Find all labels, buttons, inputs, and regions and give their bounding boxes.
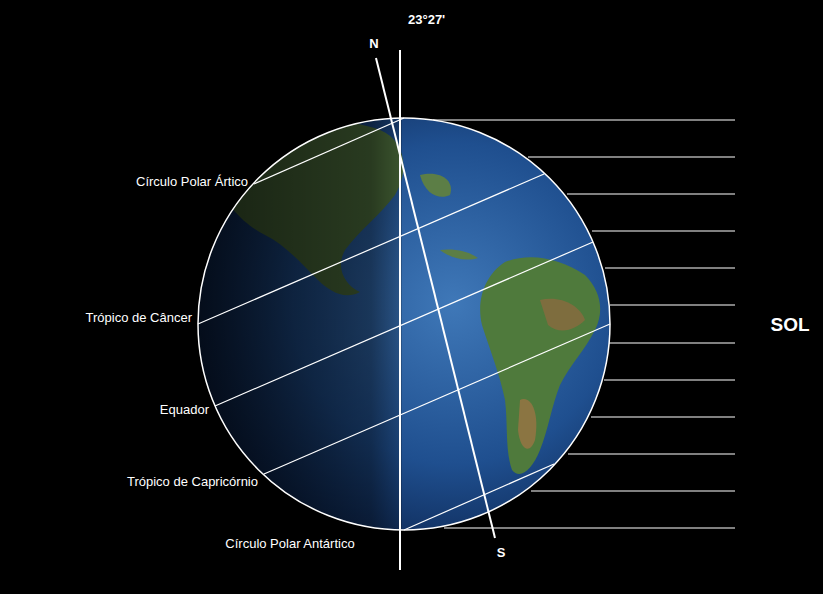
parallel-label: Trópico de Capricórnio: [127, 475, 258, 489]
parallels: [198, 118, 610, 530]
parallel-label: Círculo Polar Ártico: [136, 175, 248, 189]
arctic-circle-line: [254, 118, 404, 184]
angle-label: 23°27': [408, 13, 445, 27]
sun-ray: [592, 230, 735, 231]
sun-ray: [605, 267, 735, 268]
sun-ray: [604, 379, 735, 380]
vertical-line: [399, 50, 401, 570]
north-label: N: [369, 37, 378, 51]
sun-ray: [567, 193, 735, 194]
sun-label: SOL: [770, 315, 809, 336]
island: [420, 174, 451, 197]
sun-ray: [531, 490, 735, 491]
sun-ray: [591, 416, 735, 417]
parallel-label: Círculo Polar Antártico: [225, 537, 354, 551]
sun-ray: [444, 527, 735, 528]
earth-axis: [376, 58, 495, 538]
globe: [196, 110, 610, 540]
cancer-line: [198, 174, 544, 324]
globe-outline: [198, 118, 610, 530]
sun-ray: [568, 453, 735, 454]
parallel-label: Trópico de Câncer: [86, 311, 192, 325]
sun-ray: [609, 342, 735, 343]
sun-ray: [610, 304, 735, 305]
capricorn-line: [264, 324, 610, 474]
andes: [518, 399, 536, 449]
sun-ray: [433, 119, 735, 120]
sun-ray: [528, 156, 735, 157]
south-america: [480, 257, 600, 474]
caribbean: [440, 249, 478, 259]
south-label: S: [497, 546, 506, 560]
highlands: [540, 299, 585, 331]
parallel-label: Equador: [160, 403, 209, 417]
equator-line: [215, 242, 593, 406]
